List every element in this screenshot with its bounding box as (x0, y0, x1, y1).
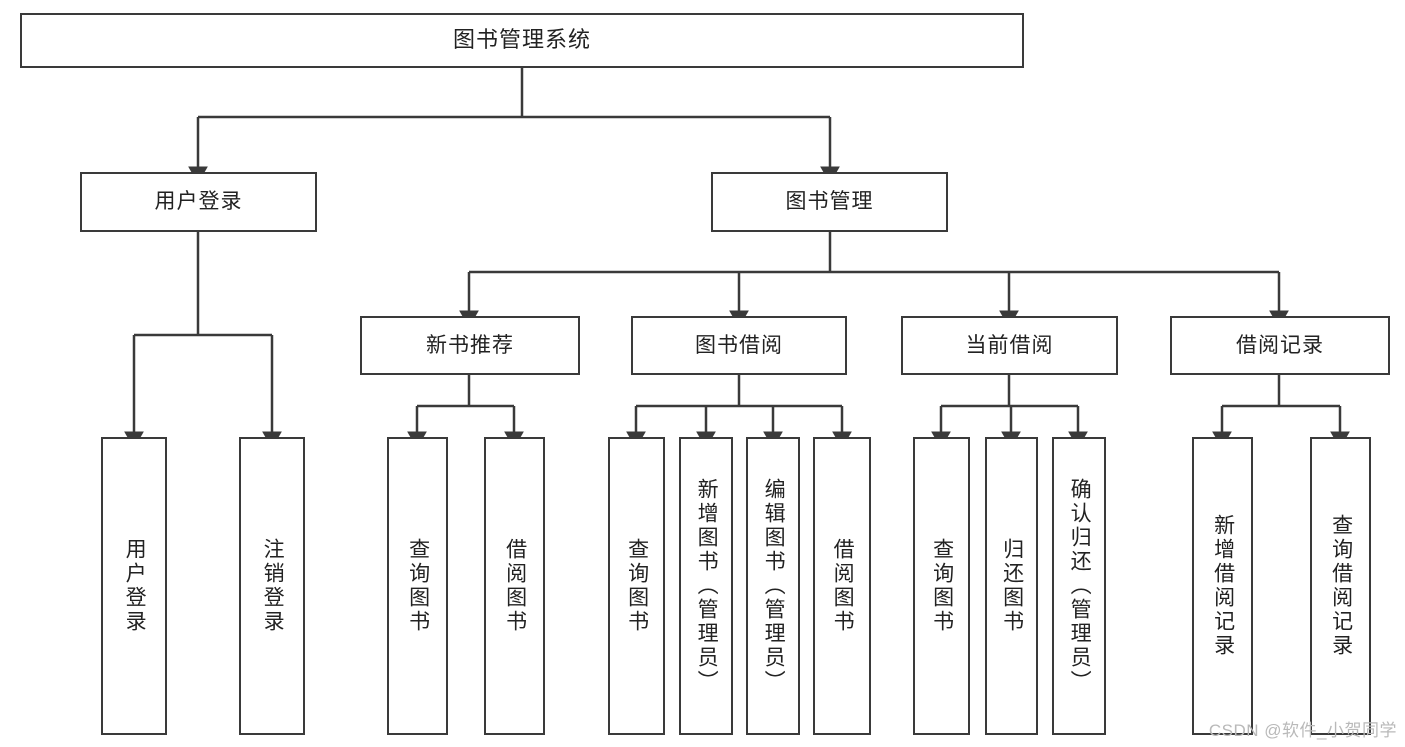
node-current-borrow[interactable]: 当前借阅 (901, 316, 1118, 375)
node-leaf-logout[interactable]: 注销登录 (239, 437, 305, 735)
node-label: 编辑图书（管理员） (762, 478, 786, 694)
node-leaf-add-record[interactable]: 新增借阅记录 (1192, 437, 1253, 735)
node-label: 图书借阅 (695, 333, 783, 357)
node-leaf-user-login[interactable]: 用户登录 (101, 437, 167, 735)
node-leaf-edit-book[interactable]: 编辑图书（管理员） (746, 437, 800, 735)
node-label: 图书管理 (785, 190, 874, 214)
node-leaf-query-book-cur[interactable]: 查询图书 (913, 437, 970, 735)
node-leaf-return-book[interactable]: 归还图书 (985, 437, 1038, 735)
node-new-book-recommend[interactable]: 新书推荐 (360, 316, 580, 375)
node-label: 用户登录 (123, 538, 147, 634)
node-label: 借阅记录 (1236, 333, 1324, 357)
node-leaf-confirm-return[interactable]: 确认归还（管理员） (1052, 437, 1106, 735)
node-leaf-query-record[interactable]: 查询借阅记录 (1310, 437, 1371, 735)
node-book-management[interactable]: 图书管理 (711, 172, 948, 232)
node-label: 新书推荐 (426, 333, 514, 357)
node-label: 新增借阅记录 (1211, 514, 1235, 658)
node-label: 注销登录 (261, 538, 285, 634)
node-label: 借阅图书 (831, 538, 855, 634)
node-leaf-borrow-book[interactable]: 借阅图书 (813, 437, 871, 735)
node-label: 当前借阅 (965, 333, 1054, 357)
node-label: 借阅图书 (503, 538, 527, 634)
node-leaf-add-book[interactable]: 新增图书（管理员） (679, 437, 733, 735)
node-leaf-query-book-borrow[interactable]: 查询图书 (608, 437, 665, 735)
node-label: 图书管理系统 (452, 27, 591, 53)
node-borrow-record[interactable]: 借阅记录 (1170, 316, 1390, 375)
node-label: 查询借阅记录 (1329, 514, 1353, 658)
node-label: 新增图书（管理员） (695, 478, 719, 694)
node-label: 查询图书 (406, 538, 430, 634)
node-label: 确认归还（管理员） (1068, 478, 1092, 694)
node-root-system[interactable]: 图书管理系统 (20, 13, 1024, 68)
node-book-borrow[interactable]: 图书借阅 (631, 316, 847, 375)
node-leaf-query-book-rec[interactable]: 查询图书 (387, 437, 448, 735)
node-label: 查询图书 (930, 538, 954, 634)
node-user-login[interactable]: 用户登录 (80, 172, 317, 232)
node-label: 用户登录 (154, 190, 243, 214)
node-leaf-borrow-book-rec[interactable]: 借阅图书 (484, 437, 545, 735)
node-label: 查询图书 (625, 538, 649, 634)
node-label: 归还图书 (1000, 538, 1024, 634)
